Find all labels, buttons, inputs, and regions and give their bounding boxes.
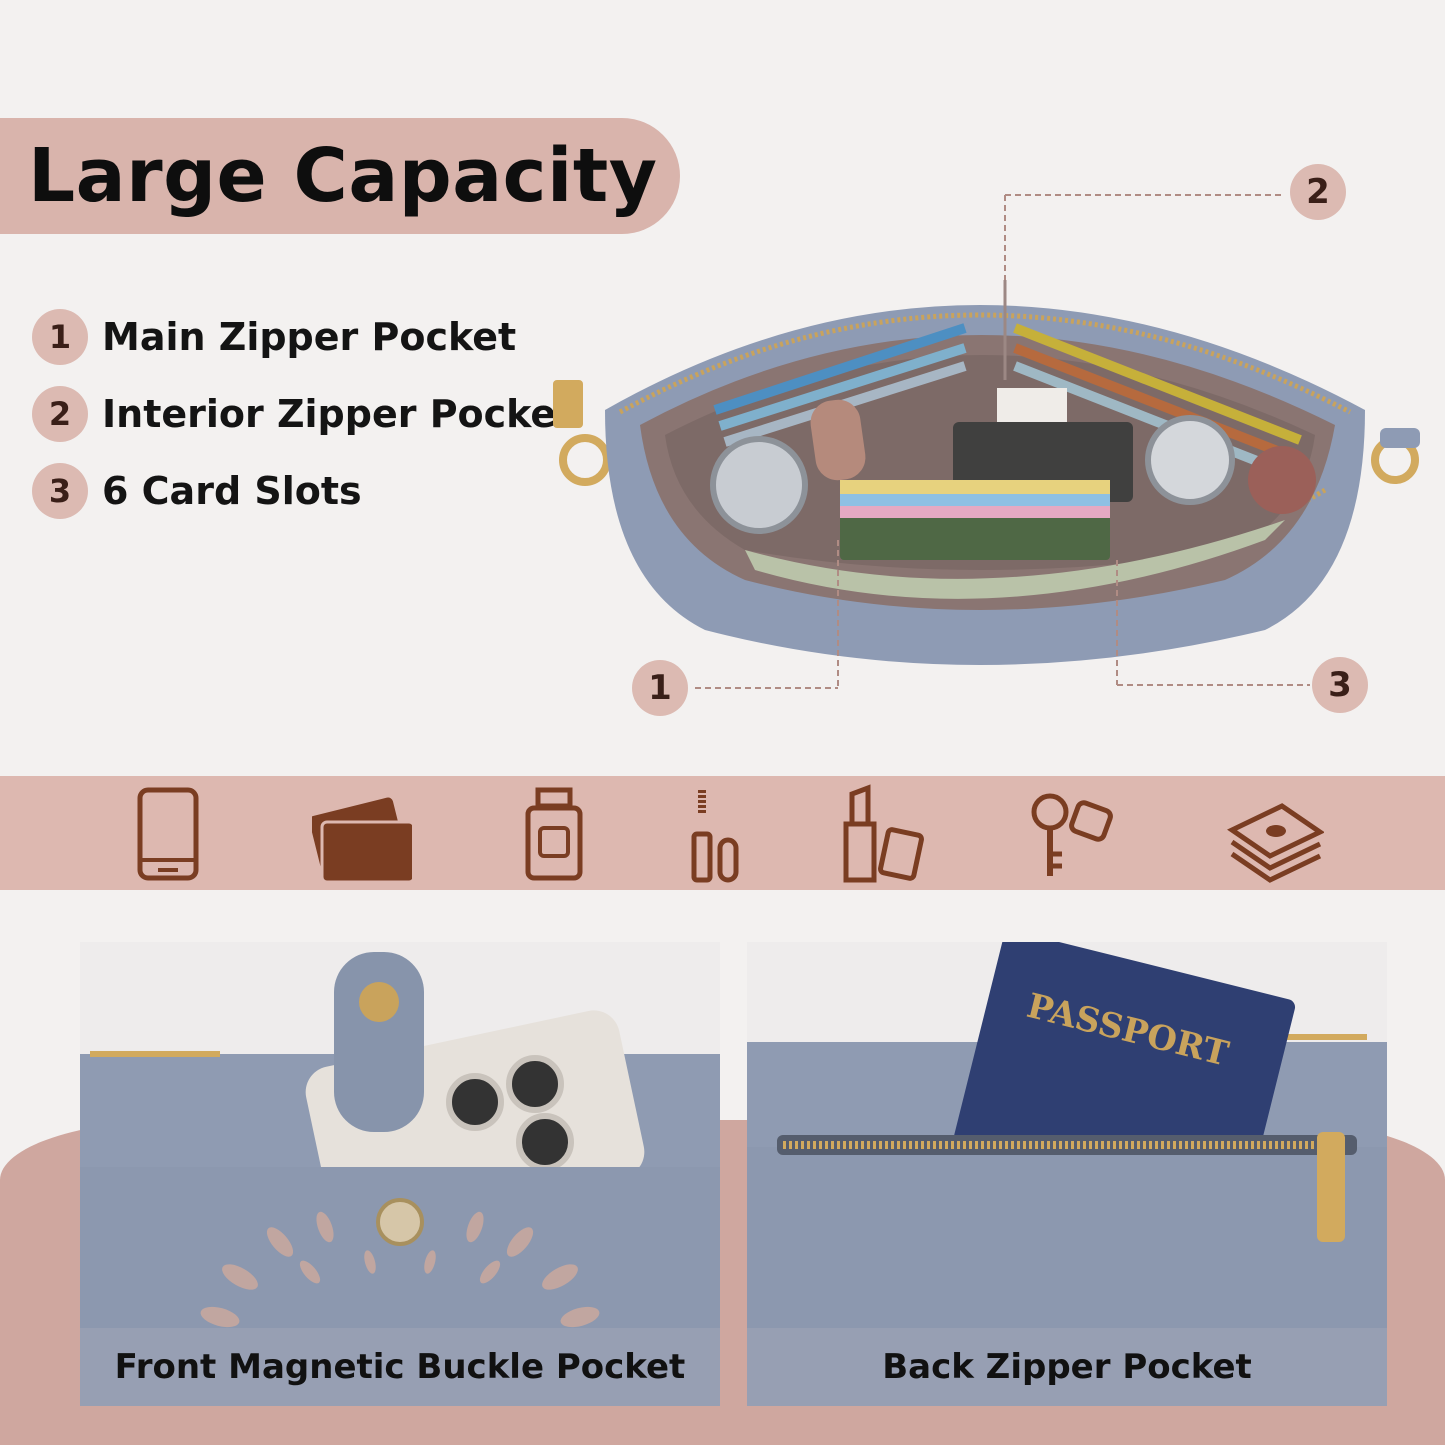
page-title: Large Capacity (28, 133, 658, 219)
feature-item: 1 Main Zipper Pocket (32, 308, 574, 366)
back-pocket-caption: Back Zipper Pocket (747, 1328, 1387, 1406)
bag-illustration (553, 194, 1420, 689)
bag-interior-image: 2 1 3 (545, 160, 1425, 720)
sticky-note-yellow (840, 480, 1110, 494)
lip-balm-item (1248, 446, 1316, 514)
strap-ring-left (559, 434, 611, 486)
card-slot (713, 323, 967, 415)
keys-icon (1018, 784, 1118, 884)
feature-label: Main Zipper Pocket (102, 315, 517, 359)
contents-icon-band (0, 776, 1445, 890)
perfume-icon (504, 784, 604, 884)
feature-number: 2 (32, 386, 88, 442)
perfume-item (710, 436, 808, 534)
feature-label: Interior Zipper Pocket (102, 392, 575, 436)
card-slot (1013, 343, 1292, 461)
feature-label: 6 Card Slots (102, 469, 362, 513)
cash-item (745, 520, 1285, 599)
card-slot (1013, 361, 1282, 475)
feature-number: 1 (32, 309, 88, 365)
title-banner: Large Capacity (0, 118, 680, 234)
lipstick-icon (830, 784, 930, 884)
lipstick-item (810, 399, 866, 481)
callout-1: 1 (632, 660, 688, 716)
phone-icon (118, 784, 218, 884)
feature-item: 2 Interior Zipper Pocket (32, 385, 574, 443)
feature-number: 3 (32, 463, 88, 519)
sticky-note-blue (840, 494, 1110, 506)
cards-icon (309, 784, 416, 884)
cash-icon (1224, 784, 1325, 884)
card-slot (718, 343, 967, 431)
callout-2: 2 (1290, 164, 1346, 220)
front-pocket-caption: Front Magnetic Buckle Pocket (80, 1328, 720, 1406)
mascara-icon (666, 784, 766, 884)
front-pocket-panel: Front Magnetic Buckle Pocket (80, 942, 720, 1406)
strap-tab-right (1380, 428, 1420, 448)
callout-3: 3 (1312, 657, 1368, 713)
back-pocket-panel: PASSPORT Back Zipper Pocket (747, 942, 1387, 1406)
card-slot (1013, 323, 1302, 445)
strap-clip-left (553, 380, 583, 428)
sticky-note-pink (840, 506, 1110, 518)
round-case-item (1145, 415, 1235, 505)
feature-item: 3 6 Card Slots (32, 462, 574, 520)
feature-list: 1 Main Zipper Pocket 2 Interior Zipper P… (32, 308, 574, 539)
